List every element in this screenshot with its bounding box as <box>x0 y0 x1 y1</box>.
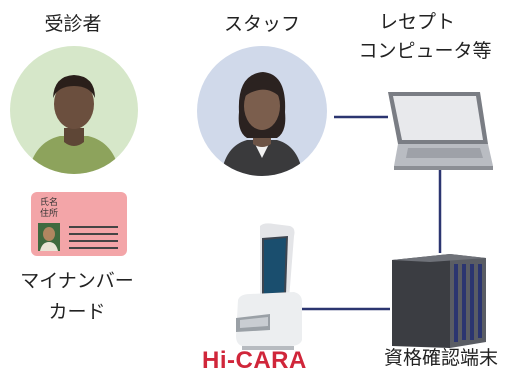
card-label-line1: マイナンバー <box>20 270 134 292</box>
card-address-field: 住所 <box>40 209 59 219</box>
receipt-computer-label-line1: レセプト <box>378 11 455 33</box>
terminal-label: 資格確認端末 <box>383 347 498 369</box>
my-number-card: 氏名 住所 <box>31 192 127 256</box>
hicara-reader-device <box>236 223 302 350</box>
card-label-line2: カード <box>48 301 106 323</box>
server-terminal-icon <box>392 254 486 348</box>
patient-avatar <box>10 46 138 174</box>
laptop-icon <box>388 92 493 170</box>
patient-label: 受診者 <box>44 13 102 35</box>
hicara-brand-label: Hi-CARA <box>202 347 307 374</box>
card-text-line <box>69 226 118 228</box>
card-name-field: 氏名 <box>40 198 59 208</box>
card-photo <box>38 223 60 251</box>
receipt-computer-label-line2: コンピュータ等 <box>358 40 492 62</box>
staff-avatar <box>197 46 327 176</box>
card-text-line <box>69 247 118 249</box>
staff-label: スタッフ <box>223 13 300 35</box>
card-text-line <box>69 240 118 242</box>
card-text-line <box>69 233 118 235</box>
